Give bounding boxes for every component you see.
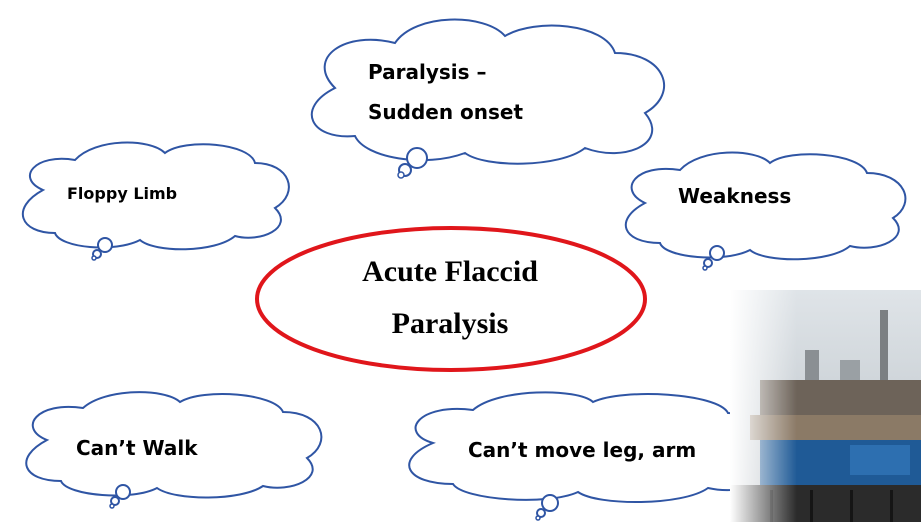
center-title-line1: Acute Flaccid xyxy=(300,255,600,289)
cloud-top-label-line2: Sudden onset xyxy=(368,100,523,120)
cloud-left-label: Floppy Limb xyxy=(67,184,177,203)
cloud-bottom-left-label: Can’t Walk xyxy=(76,436,198,460)
center-title-line2: Paralysis xyxy=(300,307,600,341)
building-photo xyxy=(730,290,921,522)
cloud-right-label: Weakness xyxy=(678,184,791,208)
thought-cloud-right xyxy=(605,148,921,278)
cloud-top-label-line1: Paralysis – xyxy=(368,60,487,84)
cloud-bottom-right-label: Can’t move leg, arm xyxy=(468,438,696,462)
center-oval xyxy=(253,224,649,374)
